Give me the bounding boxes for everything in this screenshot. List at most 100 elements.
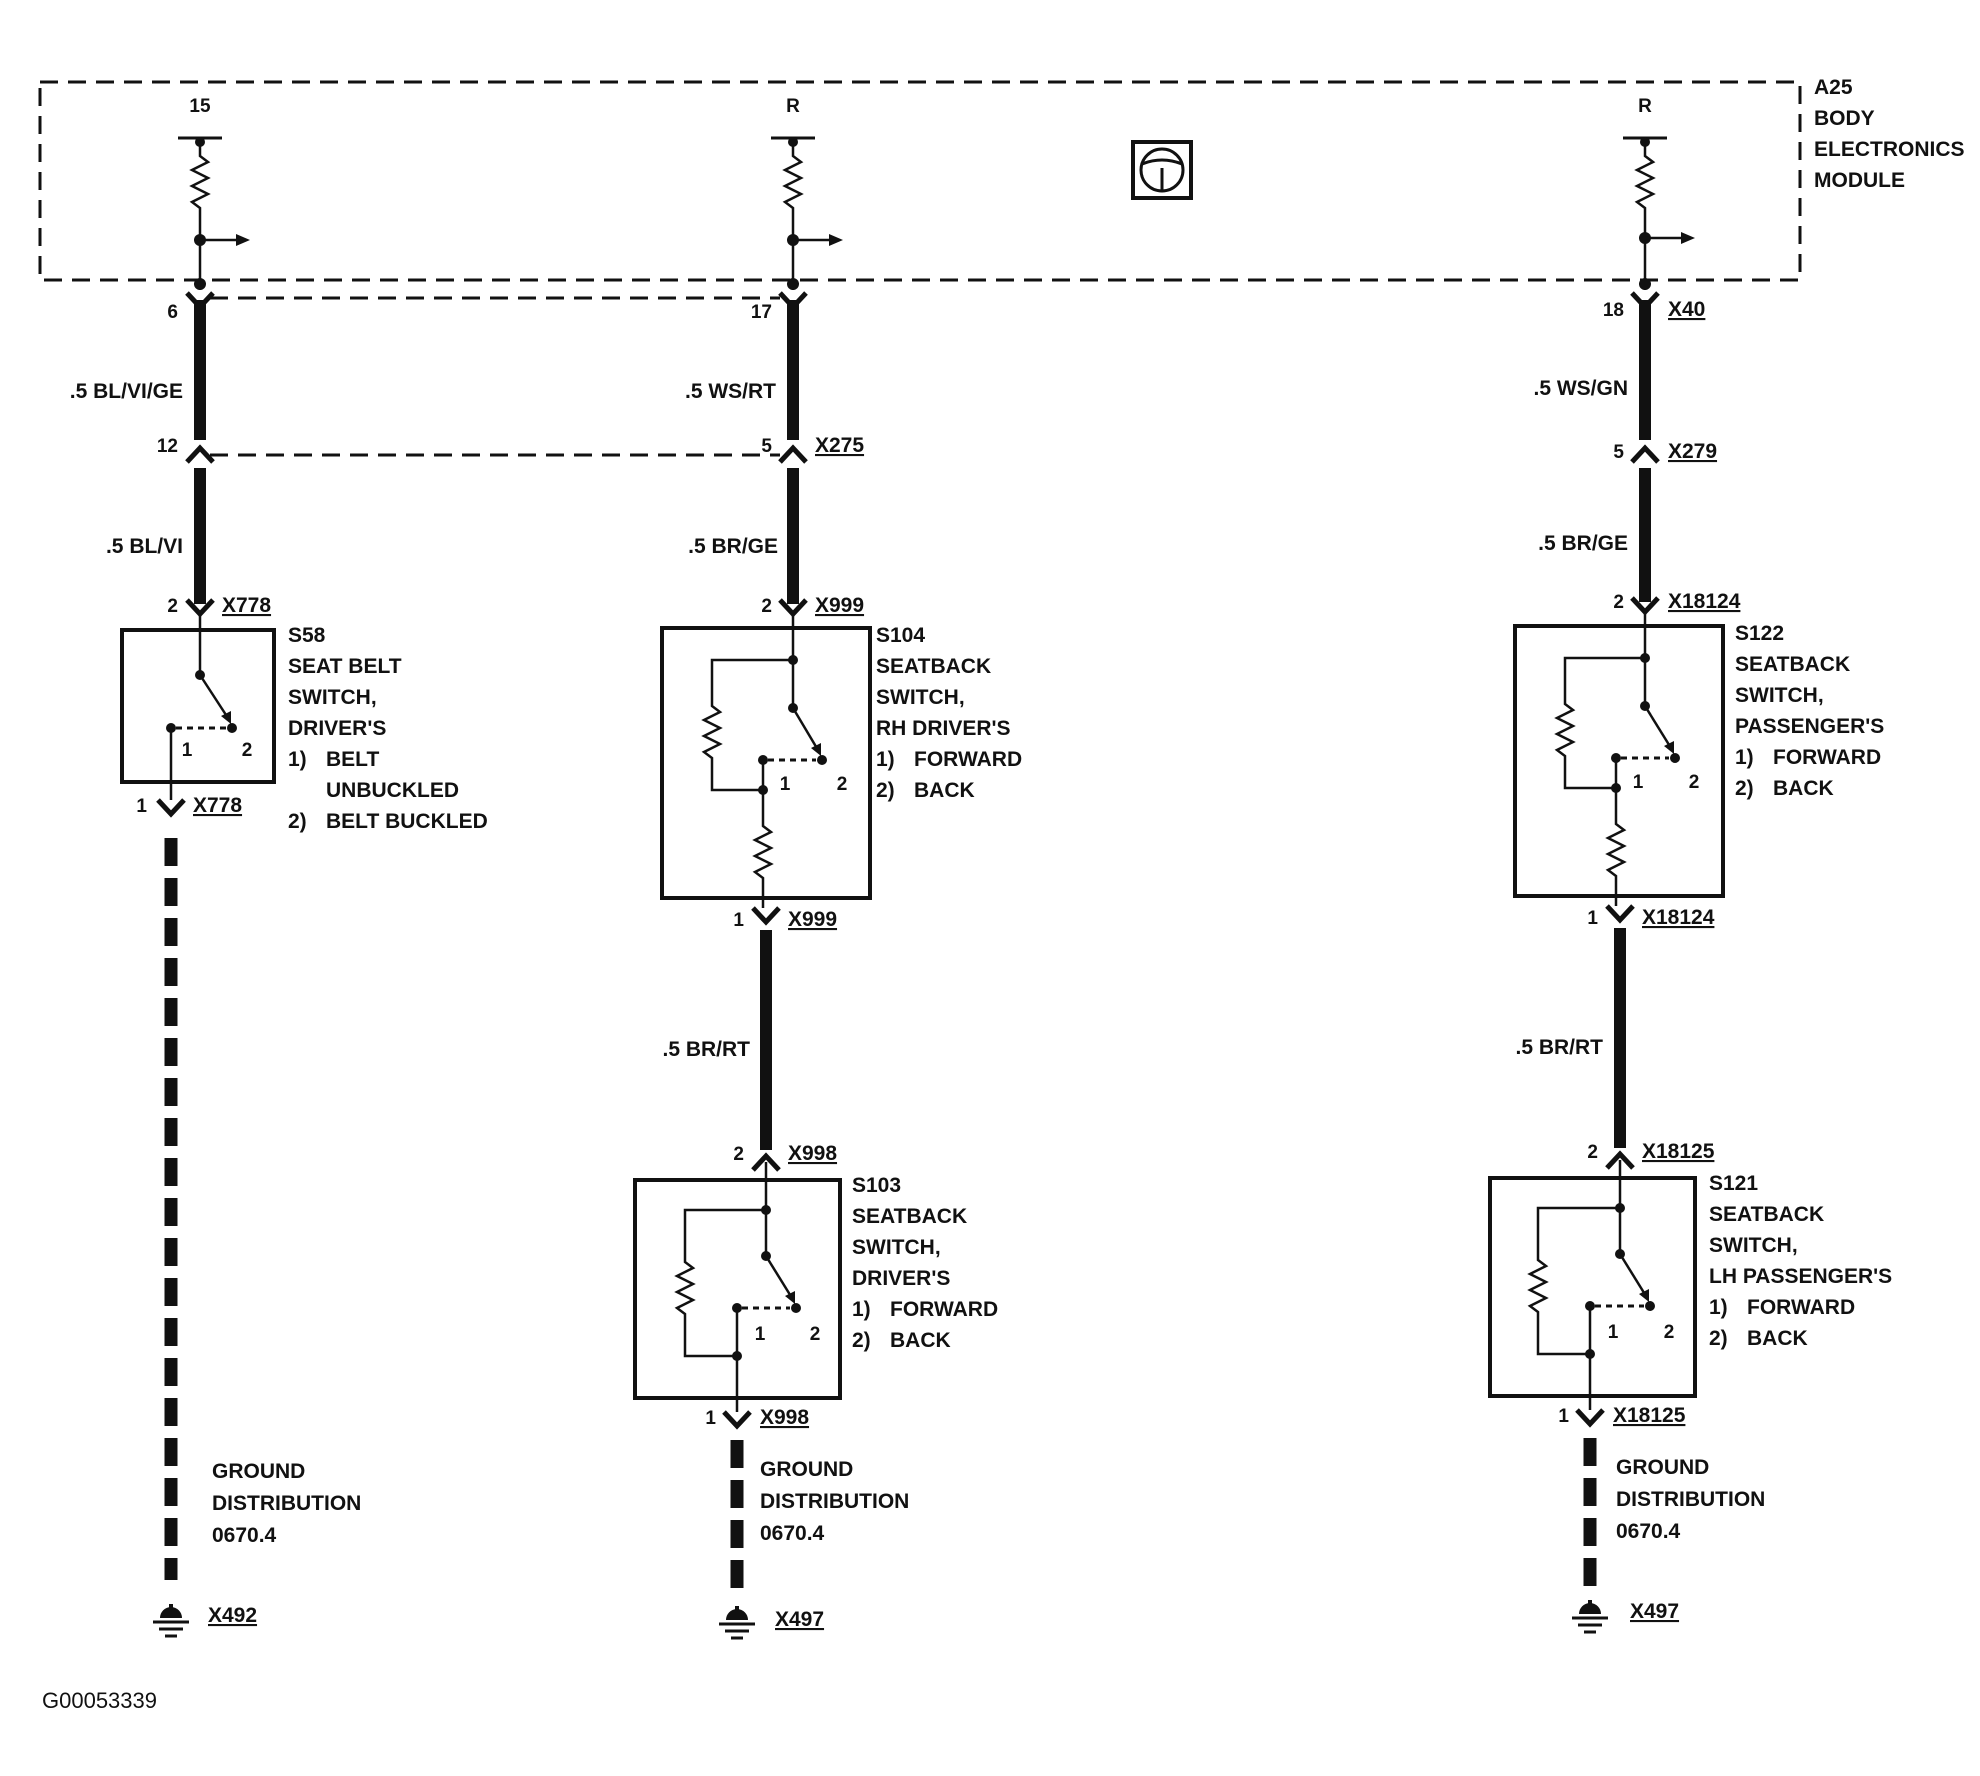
svg-text:6: 6 bbox=[167, 302, 178, 323]
svg-text:X275: X275 bbox=[815, 434, 864, 457]
svg-text:R: R bbox=[786, 96, 800, 117]
circuit-col3-lower: 1 X18124 .5 BR/RT 2 X18125 bbox=[1515, 906, 1715, 1178]
svg-text:FORWARD: FORWARD bbox=[914, 748, 1022, 771]
svg-text:S103: S103 bbox=[852, 1174, 901, 1197]
svg-text:X998: X998 bbox=[760, 1406, 809, 1429]
svg-text:1: 1 bbox=[733, 910, 744, 931]
svg-text:1): 1) bbox=[288, 748, 307, 771]
svg-text:1: 1 bbox=[182, 740, 193, 761]
figure-id: G00053339 bbox=[42, 1688, 157, 1713]
svg-text:2: 2 bbox=[810, 1324, 821, 1345]
svg-text:SEATBACK: SEATBACK bbox=[852, 1205, 967, 1228]
circuit-col3: 18 X40 .5 WS/GN 5 X279 .5 BR/GE 2 X18124 bbox=[1533, 293, 1741, 626]
svg-text:GROUND: GROUND bbox=[212, 1460, 305, 1483]
svg-text:FORWARD: FORWARD bbox=[1773, 746, 1881, 769]
svg-text:BELT: BELT bbox=[326, 748, 379, 771]
svg-text:R: R bbox=[1638, 96, 1652, 117]
svg-text:1: 1 bbox=[755, 1324, 766, 1345]
ground-col2: 1 X998 GROUND DISTRIBUTION 0670.4 X497 bbox=[705, 1406, 909, 1640]
svg-text:SWITCH,: SWITCH, bbox=[876, 686, 965, 709]
svg-text:1: 1 bbox=[1558, 1406, 1569, 1427]
svg-text:SEAT BELT: SEAT BELT bbox=[288, 655, 402, 678]
switch-s121: 1 2 S121 SEATBACK SWITCH, LH PASSENGER'S… bbox=[1488, 1172, 1892, 1410]
svg-text:S104: S104 bbox=[876, 624, 925, 647]
svg-text:5: 5 bbox=[761, 436, 772, 457]
svg-text:SEATBACK: SEATBACK bbox=[876, 655, 991, 678]
svg-text:BELT BUCKLED: BELT BUCKLED bbox=[326, 810, 488, 833]
svg-text:SEATBACK: SEATBACK bbox=[1735, 653, 1850, 676]
svg-text:1): 1) bbox=[1735, 746, 1754, 769]
svg-text:GROUND: GROUND bbox=[1616, 1456, 1709, 1479]
switch-s58: 1 2 S58 SEAT BELT SWITCH, DRIVER'S 1) BE… bbox=[120, 624, 488, 833]
svg-text:.5 BR/RT: .5 BR/RT bbox=[1515, 1036, 1603, 1059]
svg-text:2: 2 bbox=[1587, 1142, 1598, 1163]
svg-text:2): 2) bbox=[1735, 777, 1754, 800]
svg-text:2: 2 bbox=[761, 596, 772, 617]
svg-text:SWITCH,: SWITCH, bbox=[852, 1236, 941, 1259]
svg-text:.5 BR/RT: .5 BR/RT bbox=[662, 1038, 750, 1061]
module-terminal-15: 15 bbox=[178, 96, 250, 290]
svg-text:1): 1) bbox=[852, 1298, 871, 1321]
svg-text:RH DRIVER'S: RH DRIVER'S bbox=[876, 717, 1011, 740]
svg-text:BACK: BACK bbox=[1747, 1327, 1808, 1350]
ground-col3: 1 X18125 GROUND DISTRIBUTION 0670.4 X497 bbox=[1558, 1404, 1765, 1634]
svg-text:0670.4: 0670.4 bbox=[760, 1522, 825, 1545]
svg-text:SWITCH,: SWITCH, bbox=[1709, 1234, 1798, 1257]
svg-text:X18124: X18124 bbox=[1668, 590, 1741, 613]
svg-text:1): 1) bbox=[1709, 1296, 1728, 1319]
svg-text:BACK: BACK bbox=[914, 779, 975, 802]
svg-text:X998: X998 bbox=[788, 1142, 837, 1165]
svg-text:DISTRIBUTION: DISTRIBUTION bbox=[760, 1490, 909, 1513]
svg-text:1: 1 bbox=[136, 796, 147, 817]
svg-text:2): 2) bbox=[852, 1329, 871, 1352]
svg-text:2: 2 bbox=[1689, 772, 1700, 793]
svg-text:X492: X492 bbox=[208, 1604, 257, 1627]
svg-text:ELECTRONICS: ELECTRONICS bbox=[1814, 138, 1965, 161]
svg-text:X778: X778 bbox=[222, 594, 271, 617]
svg-text:S58: S58 bbox=[288, 624, 326, 647]
svg-text:2: 2 bbox=[242, 740, 253, 761]
svg-text:2): 2) bbox=[876, 779, 895, 802]
svg-text:17: 17 bbox=[751, 302, 772, 323]
svg-text:BACK: BACK bbox=[890, 1329, 951, 1352]
svg-text:2): 2) bbox=[288, 810, 307, 833]
svg-text:.5 BR/GE: .5 BR/GE bbox=[688, 535, 778, 558]
circuit-col2-lower: 1 X999 .5 BR/RT 2 X998 bbox=[662, 908, 837, 1180]
svg-text:MODULE: MODULE bbox=[1814, 169, 1905, 192]
svg-text:FORWARD: FORWARD bbox=[1747, 1296, 1855, 1319]
svg-text:X778: X778 bbox=[193, 794, 242, 817]
svg-text:S121: S121 bbox=[1709, 1172, 1758, 1195]
svg-text:DISTRIBUTION: DISTRIBUTION bbox=[212, 1492, 361, 1515]
svg-text:0670.4: 0670.4 bbox=[212, 1524, 277, 1547]
svg-text:UNBUCKLED: UNBUCKLED bbox=[326, 779, 459, 802]
svg-text:SEATBACK: SEATBACK bbox=[1709, 1203, 1824, 1226]
svg-text:2: 2 bbox=[837, 774, 848, 795]
svg-text:.5 BR/GE: .5 BR/GE bbox=[1538, 532, 1628, 555]
svg-text:1: 1 bbox=[1587, 908, 1598, 929]
switch-s122: 1 2 S122 SEATBACK SWITCH, PASSENGER'S 1)… bbox=[1513, 622, 1884, 906]
svg-text:BODY: BODY bbox=[1814, 107, 1875, 130]
module-terminal-r-2: R bbox=[1623, 96, 1695, 290]
svg-text:X18125: X18125 bbox=[1613, 1404, 1686, 1427]
svg-text:DRIVER'S: DRIVER'S bbox=[288, 717, 386, 740]
circuit-col1: 6 .5 BL/VI/GE 12 .5 BL/VI 2 X778 bbox=[70, 293, 271, 630]
svg-text:DRIVER'S: DRIVER'S bbox=[852, 1267, 950, 1290]
svg-text:0670.4: 0670.4 bbox=[1616, 1520, 1681, 1543]
svg-text:X497: X497 bbox=[775, 1608, 824, 1631]
svg-text:PASSENGER'S: PASSENGER'S bbox=[1735, 715, 1884, 738]
svg-text:.5 WS/RT: .5 WS/RT bbox=[685, 380, 776, 403]
svg-text:X40: X40 bbox=[1668, 298, 1705, 321]
svg-text:1): 1) bbox=[876, 748, 895, 771]
steering-wheel-icon bbox=[1131, 140, 1193, 200]
svg-text:X279: X279 bbox=[1668, 440, 1717, 463]
svg-text:2: 2 bbox=[733, 1144, 744, 1165]
module-terminal-r-1: R bbox=[771, 96, 843, 290]
svg-text:15: 15 bbox=[189, 96, 211, 117]
circuit-col2: 17 .5 WS/RT 5 X275 .5 BR/GE 2 X999 bbox=[685, 293, 864, 628]
svg-text:LH PASSENGER'S: LH PASSENGER'S bbox=[1709, 1265, 1892, 1288]
svg-text:1: 1 bbox=[1633, 772, 1644, 793]
svg-text:BACK: BACK bbox=[1773, 777, 1834, 800]
svg-text:2: 2 bbox=[1613, 592, 1624, 613]
module-label: A25 BODY ELECTRONICS MODULE bbox=[1814, 76, 1965, 192]
svg-text:SWITCH,: SWITCH, bbox=[1735, 684, 1824, 707]
